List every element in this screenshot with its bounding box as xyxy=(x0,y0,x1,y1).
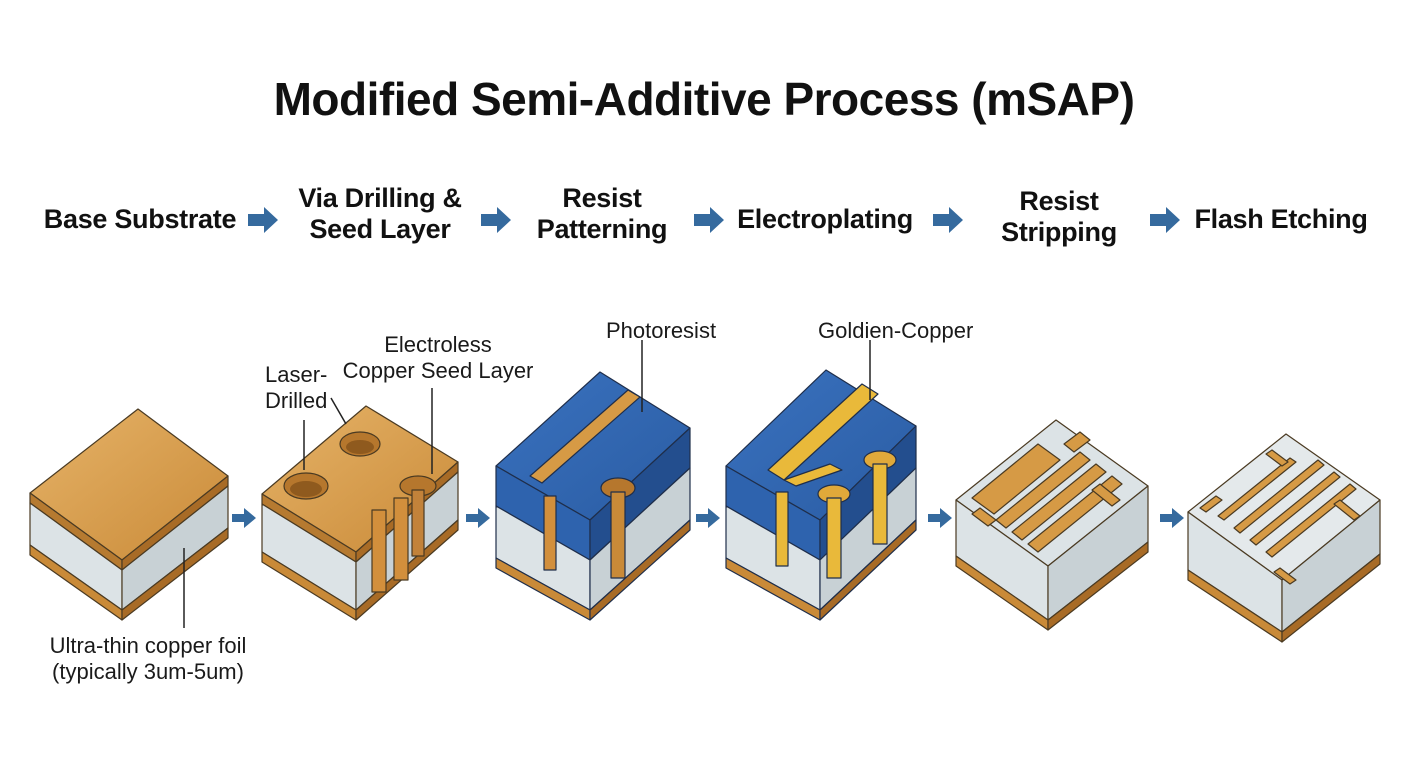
arrow-right-icon xyxy=(248,207,278,233)
page-title: Modified Semi-Additive Process (mSAP) xyxy=(273,73,1135,125)
block-base-substrate xyxy=(29,408,229,628)
arrow-right-icon xyxy=(928,508,952,528)
step-label-resist-patterning: Resist Patterning xyxy=(536,183,668,244)
arrow-right-icon xyxy=(481,207,511,233)
arrow-right-icon xyxy=(232,508,256,528)
block-electroplating xyxy=(725,340,917,621)
block-resist-patterning xyxy=(495,340,691,621)
arrow-right-icon xyxy=(694,207,724,233)
arrow-right-icon xyxy=(1150,207,1180,233)
callout-copper-foil: Ultra-thin copper foil (typically 3um-5u… xyxy=(49,633,247,684)
arrow-right-icon xyxy=(696,508,720,528)
arrow-right-icon xyxy=(466,508,490,528)
block-flash-etching xyxy=(1187,433,1381,643)
callout-seed-layer: Electroless Copper Seed Layer xyxy=(342,332,534,383)
callout-goldien-copper: Goldien-Copper xyxy=(818,318,974,343)
callout-laser-drilled: Laser- Drilled xyxy=(265,362,328,413)
arrow-right-icon xyxy=(1160,508,1184,528)
block-resist-stripping xyxy=(955,419,1149,631)
step-label-flash-etching: Flash Etching xyxy=(1194,204,1368,234)
step-label-electroplating: Electroplating xyxy=(737,204,913,234)
step-label-resist-stripping: Resist Stripping xyxy=(1001,186,1117,247)
arrow-right-icon xyxy=(933,207,963,233)
step-label-base-substrate: Base Substrate xyxy=(43,204,237,234)
block-via-drilling xyxy=(261,388,459,621)
step-label-via-drilling: Via Drilling & Seed Layer xyxy=(298,183,462,244)
callout-photoresist: Photoresist xyxy=(606,318,717,343)
